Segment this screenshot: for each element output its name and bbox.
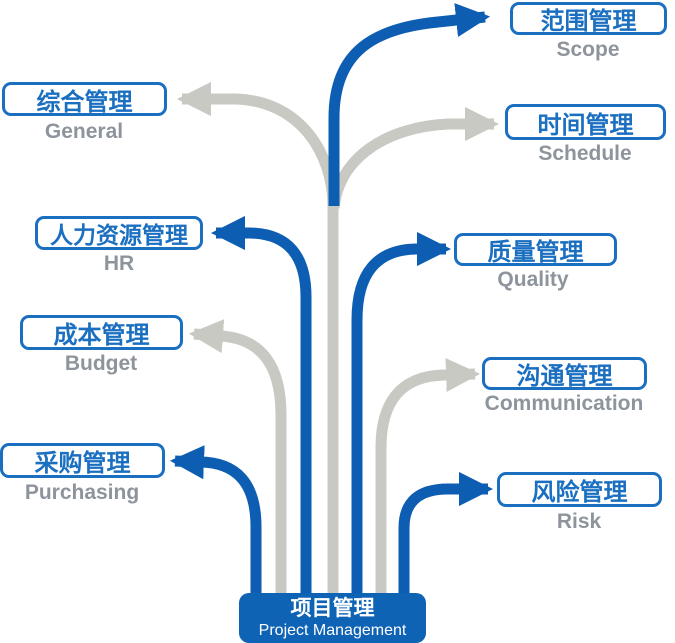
- arrow-purchasing: [169, 445, 262, 601]
- node-purchasing-en-label: Purchasing: [24, 481, 140, 504]
- arrow-scope: [328, 3, 491, 206]
- node-general-zh-label: 综合管理: [36, 88, 133, 116]
- node-schedule-box: 时间管理: [505, 104, 666, 140]
- arrow-risk: [398, 471, 494, 601]
- node-general-en-label: General: [44, 120, 124, 143]
- node-risk-zh-label: 风险管理: [531, 479, 628, 506]
- node-quality-en-label: Quality: [497, 268, 569, 291]
- node-hr-en-label: HR: [103, 252, 135, 275]
- node-purchasing-zh-label: 采购管理: [34, 450, 131, 477]
- root-en-label: Project Management: [258, 622, 407, 639]
- node-risk-en-label: Risk: [556, 510, 602, 533]
- arrow-communication: [375, 357, 481, 601]
- arrow-budget: [188, 319, 287, 601]
- node-communication-en-label: Communication: [484, 392, 644, 415]
- node-risk-box: 风险管理: [497, 472, 662, 507]
- node-budget-zh-label: 成本管理: [53, 322, 150, 349]
- arrow-hr: [210, 215, 312, 601]
- root-node-project-management: 项目管理 Project Management: [239, 593, 426, 643]
- node-scope-box: 范围管理: [510, 2, 667, 35]
- node-schedule-en-label: Schedule: [538, 142, 632, 165]
- node-quality-zh-label: 质量管理: [487, 239, 584, 266]
- node-hr-box: 人力资源管理: [35, 216, 203, 250]
- node-purchasing-box: 采购管理: [0, 443, 165, 478]
- node-budget-box: 成本管理: [20, 315, 183, 350]
- node-quality-box: 质量管理: [454, 233, 617, 266]
- arrow-quality: [351, 231, 452, 601]
- node-schedule-zh-label: 时间管理: [537, 111, 634, 139]
- node-general-box: 综合管理: [2, 82, 167, 116]
- node-scope-en-label: Scope: [556, 38, 620, 61]
- node-budget-en-label: Budget: [64, 352, 138, 375]
- node-scope-zh-label: 范围管理: [540, 8, 637, 35]
- node-hr-zh-label: 人力资源管理: [50, 222, 188, 248]
- node-communication-zh-label: 沟通管理: [516, 363, 613, 390]
- arrow-schedule: [328, 106, 500, 209]
- root-zh-label: 项目管理: [290, 597, 375, 620]
- node-communication-box: 沟通管理: [482, 357, 647, 390]
